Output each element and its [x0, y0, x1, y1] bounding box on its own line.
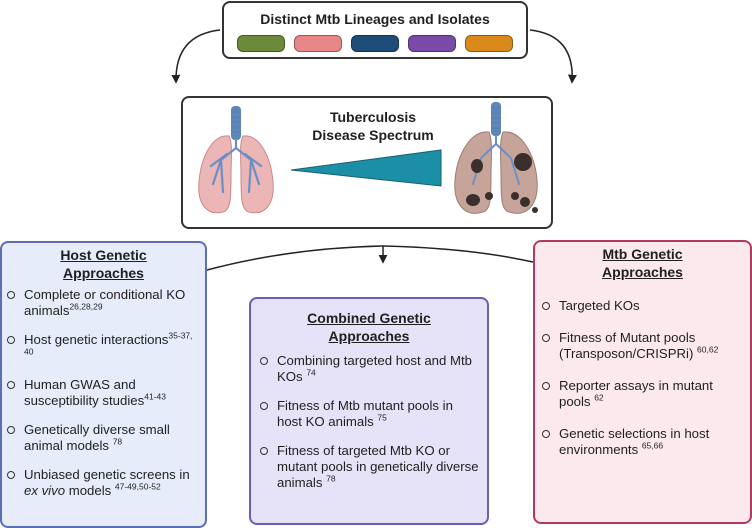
list-item: Combining targeted host and Mtb KOs 74: [257, 353, 479, 385]
spectrum-wedge: [291, 149, 442, 187]
right-arrow: [529, 29, 577, 84]
list-item: Host genetic interactions35-37, 40: [4, 331, 202, 364]
lineages-box: Distinct Mtb Lineages and Isolates: [222, 1, 528, 59]
host-panel-title-line2: Approaches: [63, 265, 144, 281]
combined-genetic-panel: Combined Genetic Approaches Combining ta…: [249, 297, 489, 525]
combined-panel-title-line1: Combined Genetic: [307, 310, 431, 326]
disease-spectrum-title-line2: Disease Spectrum: [312, 127, 434, 143]
mtb-panel-title-line1: Mtb Genetic: [602, 246, 683, 262]
host-list: Complete or conditional KO animals26,28,…: [4, 287, 202, 512]
disease-spectrum-box: Tuberculosis Disease Spectrum: [181, 96, 553, 229]
list-item: Fitness of targeted Mtb KO or mutant poo…: [257, 443, 479, 491]
diseased-lungs-icon: [454, 102, 538, 214]
combined-list: Combining targeted host and Mtb KOs 74 F…: [257, 353, 479, 504]
list-item: Unbiased genetic screens in ex vivo mode…: [4, 467, 202, 499]
mtb-panel-title-line2: Approaches: [602, 264, 683, 280]
host-panel-title-line1: Host Genetic: [60, 247, 147, 263]
combined-panel-title-line2: Approaches: [328, 328, 410, 344]
list-item: Fitness of Mtb mutant pools in host KO a…: [257, 398, 479, 430]
lineage-pill-2: [294, 35, 342, 52]
list-item: Reporter assays in mutant pools 62: [539, 378, 745, 410]
list-item: Targeted KOs: [539, 298, 745, 314]
disease-spectrum-title: Tuberculosis Disease Spectrum: [278, 108, 468, 144]
lineages-title: Distinct Mtb Lineages and Isolates: [260, 11, 490, 27]
mtb-genetic-panel: Mtb Genetic Approaches Targeted KOs Fitn…: [533, 240, 752, 524]
lineage-pill-4: [408, 35, 456, 52]
healthy-lungs-icon: [198, 106, 274, 214]
lineage-pill-1: [237, 35, 285, 52]
disease-spectrum-title-line1: Tuberculosis: [329, 109, 417, 125]
list-item: Fitness of Mutant pools (Transposon/CRIS…: [539, 330, 745, 362]
mtb-list: Targeted KOs Fitness of Mutant pools (Tr…: [539, 298, 745, 471]
host-genetic-panel: Host Genetic Approaches Complete or cond…: [0, 241, 207, 528]
list-item: Complete or conditional KO animals26,28,…: [4, 287, 202, 319]
list-item: Genetic selections in host environments …: [539, 426, 745, 458]
list-item: Genetically diverse small animal models …: [4, 422, 202, 454]
join-curve-right: [382, 245, 534, 263]
lineage-pill-5: [465, 35, 513, 52]
list-item: Human GWAS and susceptibility studies41-…: [4, 377, 202, 409]
join-curve-left: [206, 245, 384, 271]
left-arrow: [171, 29, 221, 84]
lineage-pill-3: [351, 35, 399, 52]
